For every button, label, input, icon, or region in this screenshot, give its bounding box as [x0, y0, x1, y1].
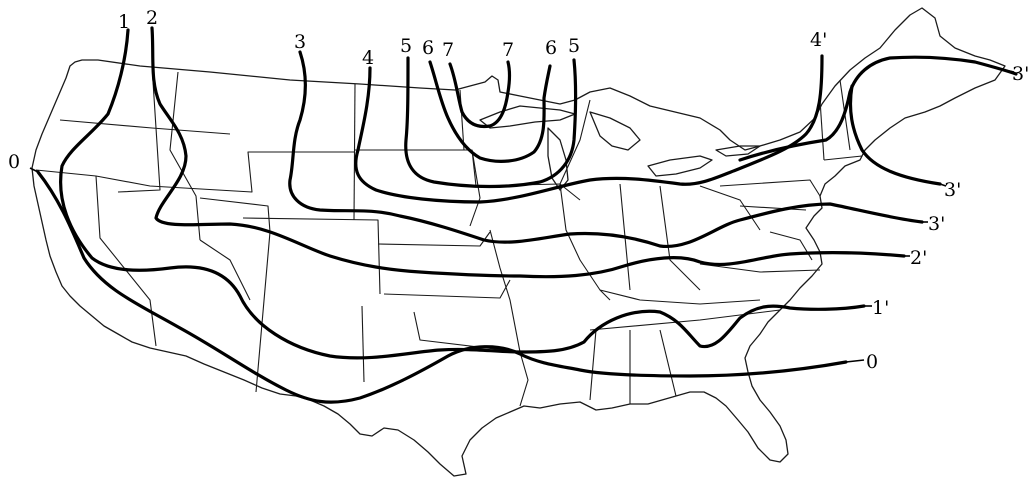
contour-label-2p: 2' — [910, 247, 927, 269]
contour-label-6b: 6 — [545, 37, 557, 59]
contour-5 — [404, 56, 578, 189]
contour-label-3: 3 — [294, 31, 306, 53]
contour-label-1p: 1' — [872, 297, 889, 319]
contour-1 — [59, 28, 866, 360]
contour-0 — [36, 170, 848, 404]
contour-label-7a: 7 — [442, 39, 454, 61]
contour-7 — [448, 60, 512, 129]
contour-label-3p-top: 3' — [1012, 63, 1029, 85]
contour-6 — [428, 60, 552, 163]
contour-label-4p: 4' — [810, 29, 827, 51]
us-outline — [31, 7, 1006, 477]
contour-label-6a: 6 — [422, 37, 434, 59]
contour-2 — [150, 26, 906, 279]
contour-lines — [36, 26, 1018, 404]
label-leader-lines — [29, 69, 1015, 363]
contour-label-5b: 5 — [568, 35, 580, 57]
contour-labels: 1 2 3 4 5 6 7 7 6 5 4' 3' 3' 3' 2' 1' 0 … — [8, 7, 1029, 373]
contour-3p-lower — [848, 84, 942, 186]
contour-3p — [738, 55, 1018, 162]
contour-label-3p-low: 3' — [928, 213, 945, 235]
contour-label-4: 4 — [362, 47, 374, 69]
contour-label-7b: 7 — [502, 39, 514, 61]
contour-label-0-left: 0 — [8, 151, 20, 173]
contour-label-5a: 5 — [400, 35, 412, 57]
contour-label-1: 1 — [118, 11, 130, 33]
contour-label-0-right: 0 — [866, 351, 878, 373]
state-borders — [35, 65, 863, 407]
contour-label-2: 2 — [146, 7, 158, 29]
contour-3 — [288, 50, 924, 249]
contour-label-3p-mid: 3' — [944, 179, 961, 201]
